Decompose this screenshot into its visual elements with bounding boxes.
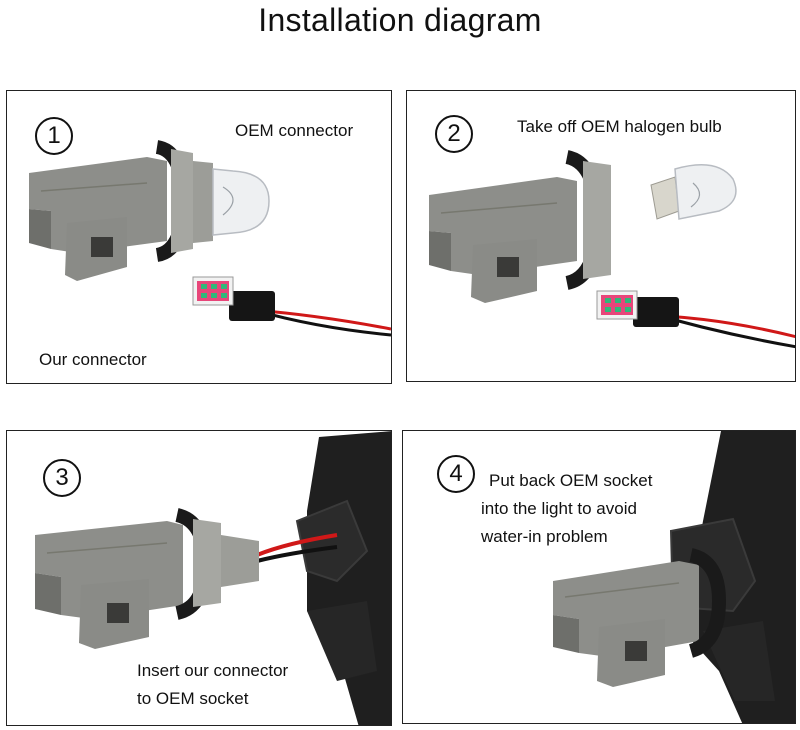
oem-socket-image <box>35 508 259 649</box>
step-1-illustration <box>29 140 391 337</box>
step-4-panel: 4 Put back OEM socket into the light to … <box>402 430 796 724</box>
insert-connector-label-line-1: Insert our connector <box>137 661 289 680</box>
step-3-illustration <box>35 431 391 725</box>
oem-socket-image <box>29 140 270 281</box>
step-3-panel: 3 Insert our connector to OEM socket <box>6 430 392 726</box>
step-number-badge: 3 <box>43 459 81 497</box>
our-connector-label: Our connector <box>39 350 147 369</box>
oem-socket-image <box>429 150 611 303</box>
insert-connector-label-line-2: to OEM socket <box>137 689 249 708</box>
step-number-badge: 4 <box>437 455 475 493</box>
step-1-panel: 1 OEM connector Our connector <box>6 90 392 384</box>
tail-light-housing-image <box>295 431 391 725</box>
led-connector-image <box>596 290 795 349</box>
take-off-bulb-label: Take off OEM halogen bulb <box>517 117 722 136</box>
oem-socket-image <box>553 548 727 687</box>
step-2-panel: 2 Take off OEM halogen bulb <box>406 90 796 382</box>
halogen-bulb-image <box>650 164 737 220</box>
step-2-illustration <box>429 150 795 349</box>
led-connector-image <box>192 276 391 337</box>
put-back-socket-label-line-1: Put back OEM socket <box>489 471 653 490</box>
put-back-socket-label-line-2: into the light to avoid <box>481 499 637 518</box>
step-4-illustration <box>553 431 795 723</box>
oem-connector-label: OEM connector <box>235 121 354 140</box>
step-number-badge: 2 <box>435 115 473 153</box>
wires-image <box>256 533 338 563</box>
step-number-badge: 1 <box>35 117 73 155</box>
diagram-title: Installation diagram <box>258 2 542 38</box>
put-back-socket-label-line-3: water-in problem <box>481 527 608 546</box>
